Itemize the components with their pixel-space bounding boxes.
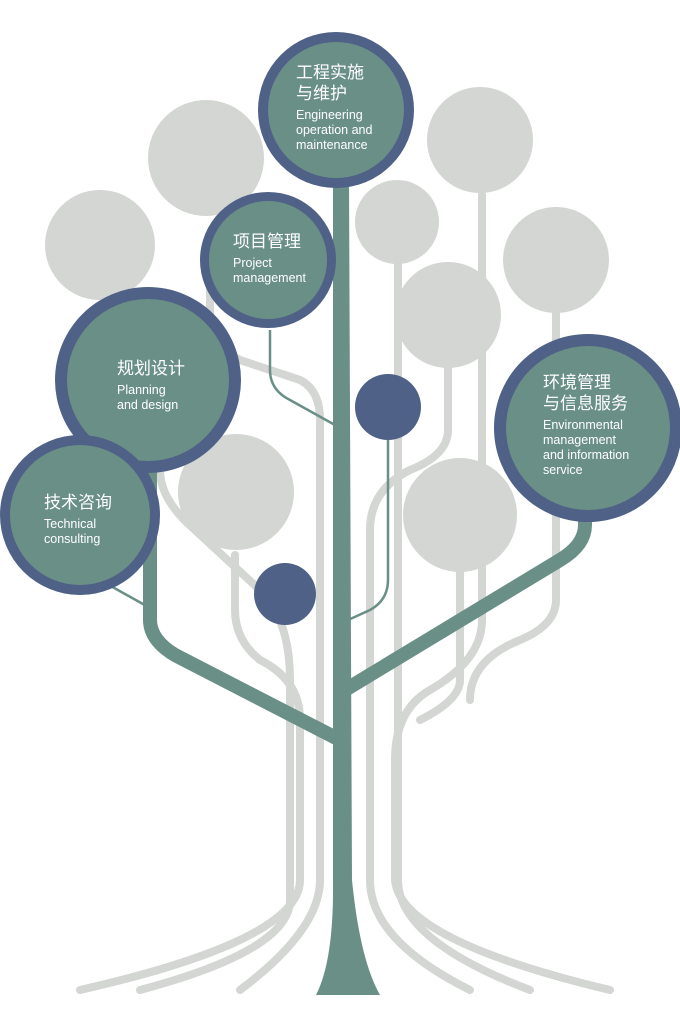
environmental-en-line-3: and information <box>543 448 630 462</box>
gray-branch-far-right <box>466 306 560 704</box>
environmental-en-line-1: Environmental <box>543 418 623 432</box>
branch-planning <box>143 448 347 747</box>
trunk <box>316 180 380 995</box>
teal-branches <box>143 448 592 747</box>
project-zh-line-1: 项目管理 <box>233 232 301 251</box>
gray-leaf-3 <box>427 87 533 193</box>
gray-leaf-7 <box>178 434 294 550</box>
engineering-en-line-2: operation and <box>296 123 373 137</box>
node-planning: 规划设计 Planning and design <box>117 358 185 413</box>
engineering-zh-line-1: 工程实施 <box>296 63 364 82</box>
navy-dot-lower <box>254 563 316 625</box>
planning-en-line-1: Planning <box>117 383 166 397</box>
gray-branch-left-trunk <box>76 551 304 994</box>
gray-branch-left-lower <box>136 426 294 994</box>
node-technical: 技术咨询 Technical consulting <box>44 492 112 547</box>
planning-zh-line-1: 规划设计 <box>117 359 185 378</box>
service-circles <box>0 32 680 595</box>
gray-leaf-5 <box>503 207 609 313</box>
environmental-zh-line-1: 环境管理 <box>543 373 611 392</box>
circle-engineering <box>268 42 404 178</box>
circle-planning <box>67 299 229 461</box>
engineering-en-line-3: maintenance <box>296 138 368 152</box>
project-en-line-1: Project <box>233 256 272 270</box>
connector-project <box>268 330 336 427</box>
node-project: 项目管理 Project management <box>233 231 306 286</box>
node-environmental: 环境管理 与信息服务 Environmental management and … <box>543 372 629 478</box>
gray-leaf-1 <box>148 100 264 216</box>
engineering-zh-line-2: 与维护 <box>296 84 347 103</box>
node-engineering: 工程实施 与维护 Engineering operation and maint… <box>296 62 372 153</box>
circle-environmental <box>506 346 670 510</box>
gray-leaf-8 <box>403 458 517 572</box>
gray-leaf-4 <box>355 180 439 264</box>
navy-dot-upper <box>355 374 421 440</box>
gray-branch-right-lower <box>416 566 464 724</box>
environmental-zh-line-2: 与信息服务 <box>543 394 628 413</box>
gray-leaf-2 <box>45 190 155 300</box>
gray-leaves <box>45 87 609 572</box>
gray-branches <box>76 191 614 994</box>
circle-project <box>209 201 327 319</box>
connector-navy-1 <box>347 440 390 622</box>
gray-branch-right-mid <box>366 356 474 994</box>
branch-environmental <box>338 493 592 697</box>
technical-en-line-2: consulting <box>44 532 101 546</box>
technical-en-line-1: Technical <box>44 517 97 531</box>
gray-branch-right-outer <box>391 191 614 994</box>
environmental-en-line-2: management <box>543 433 616 447</box>
technical-zh-line-1: 技术咨询 <box>44 493 112 512</box>
environmental-en-line-4: service <box>543 463 583 477</box>
planning-en-line-2: and design <box>117 398 179 412</box>
circle-technical <box>10 445 150 585</box>
engineering-en-line-1: Engineering <box>296 108 363 122</box>
project-en-line-2: management <box>233 271 306 285</box>
gray-leaf-6 <box>395 262 501 368</box>
